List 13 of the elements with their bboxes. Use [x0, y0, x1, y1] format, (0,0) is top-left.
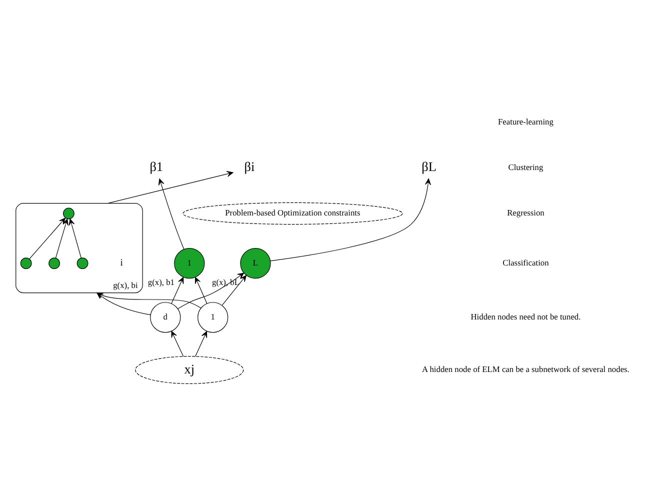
label: Classification — [502, 258, 549, 268]
node-label: g(x), bi — [113, 280, 138, 290]
node-label: g(x), bL — [212, 278, 240, 287]
node-text: βL — [422, 158, 436, 174]
node-label: g(x), b1 — [148, 278, 174, 287]
node-text: β1 — [150, 158, 164, 174]
label: Regression — [507, 208, 544, 218]
node-label: i — [120, 257, 123, 268]
label: Hidden nodes need not be tuned. — [470, 312, 581, 322]
label: Clustering — [508, 162, 544, 172]
label: Feature-learning — [498, 116, 554, 126]
label: A hidden node of ELM can be a subnetwork of several nodes. — [422, 364, 630, 374]
node-text: βi — [244, 158, 255, 174]
